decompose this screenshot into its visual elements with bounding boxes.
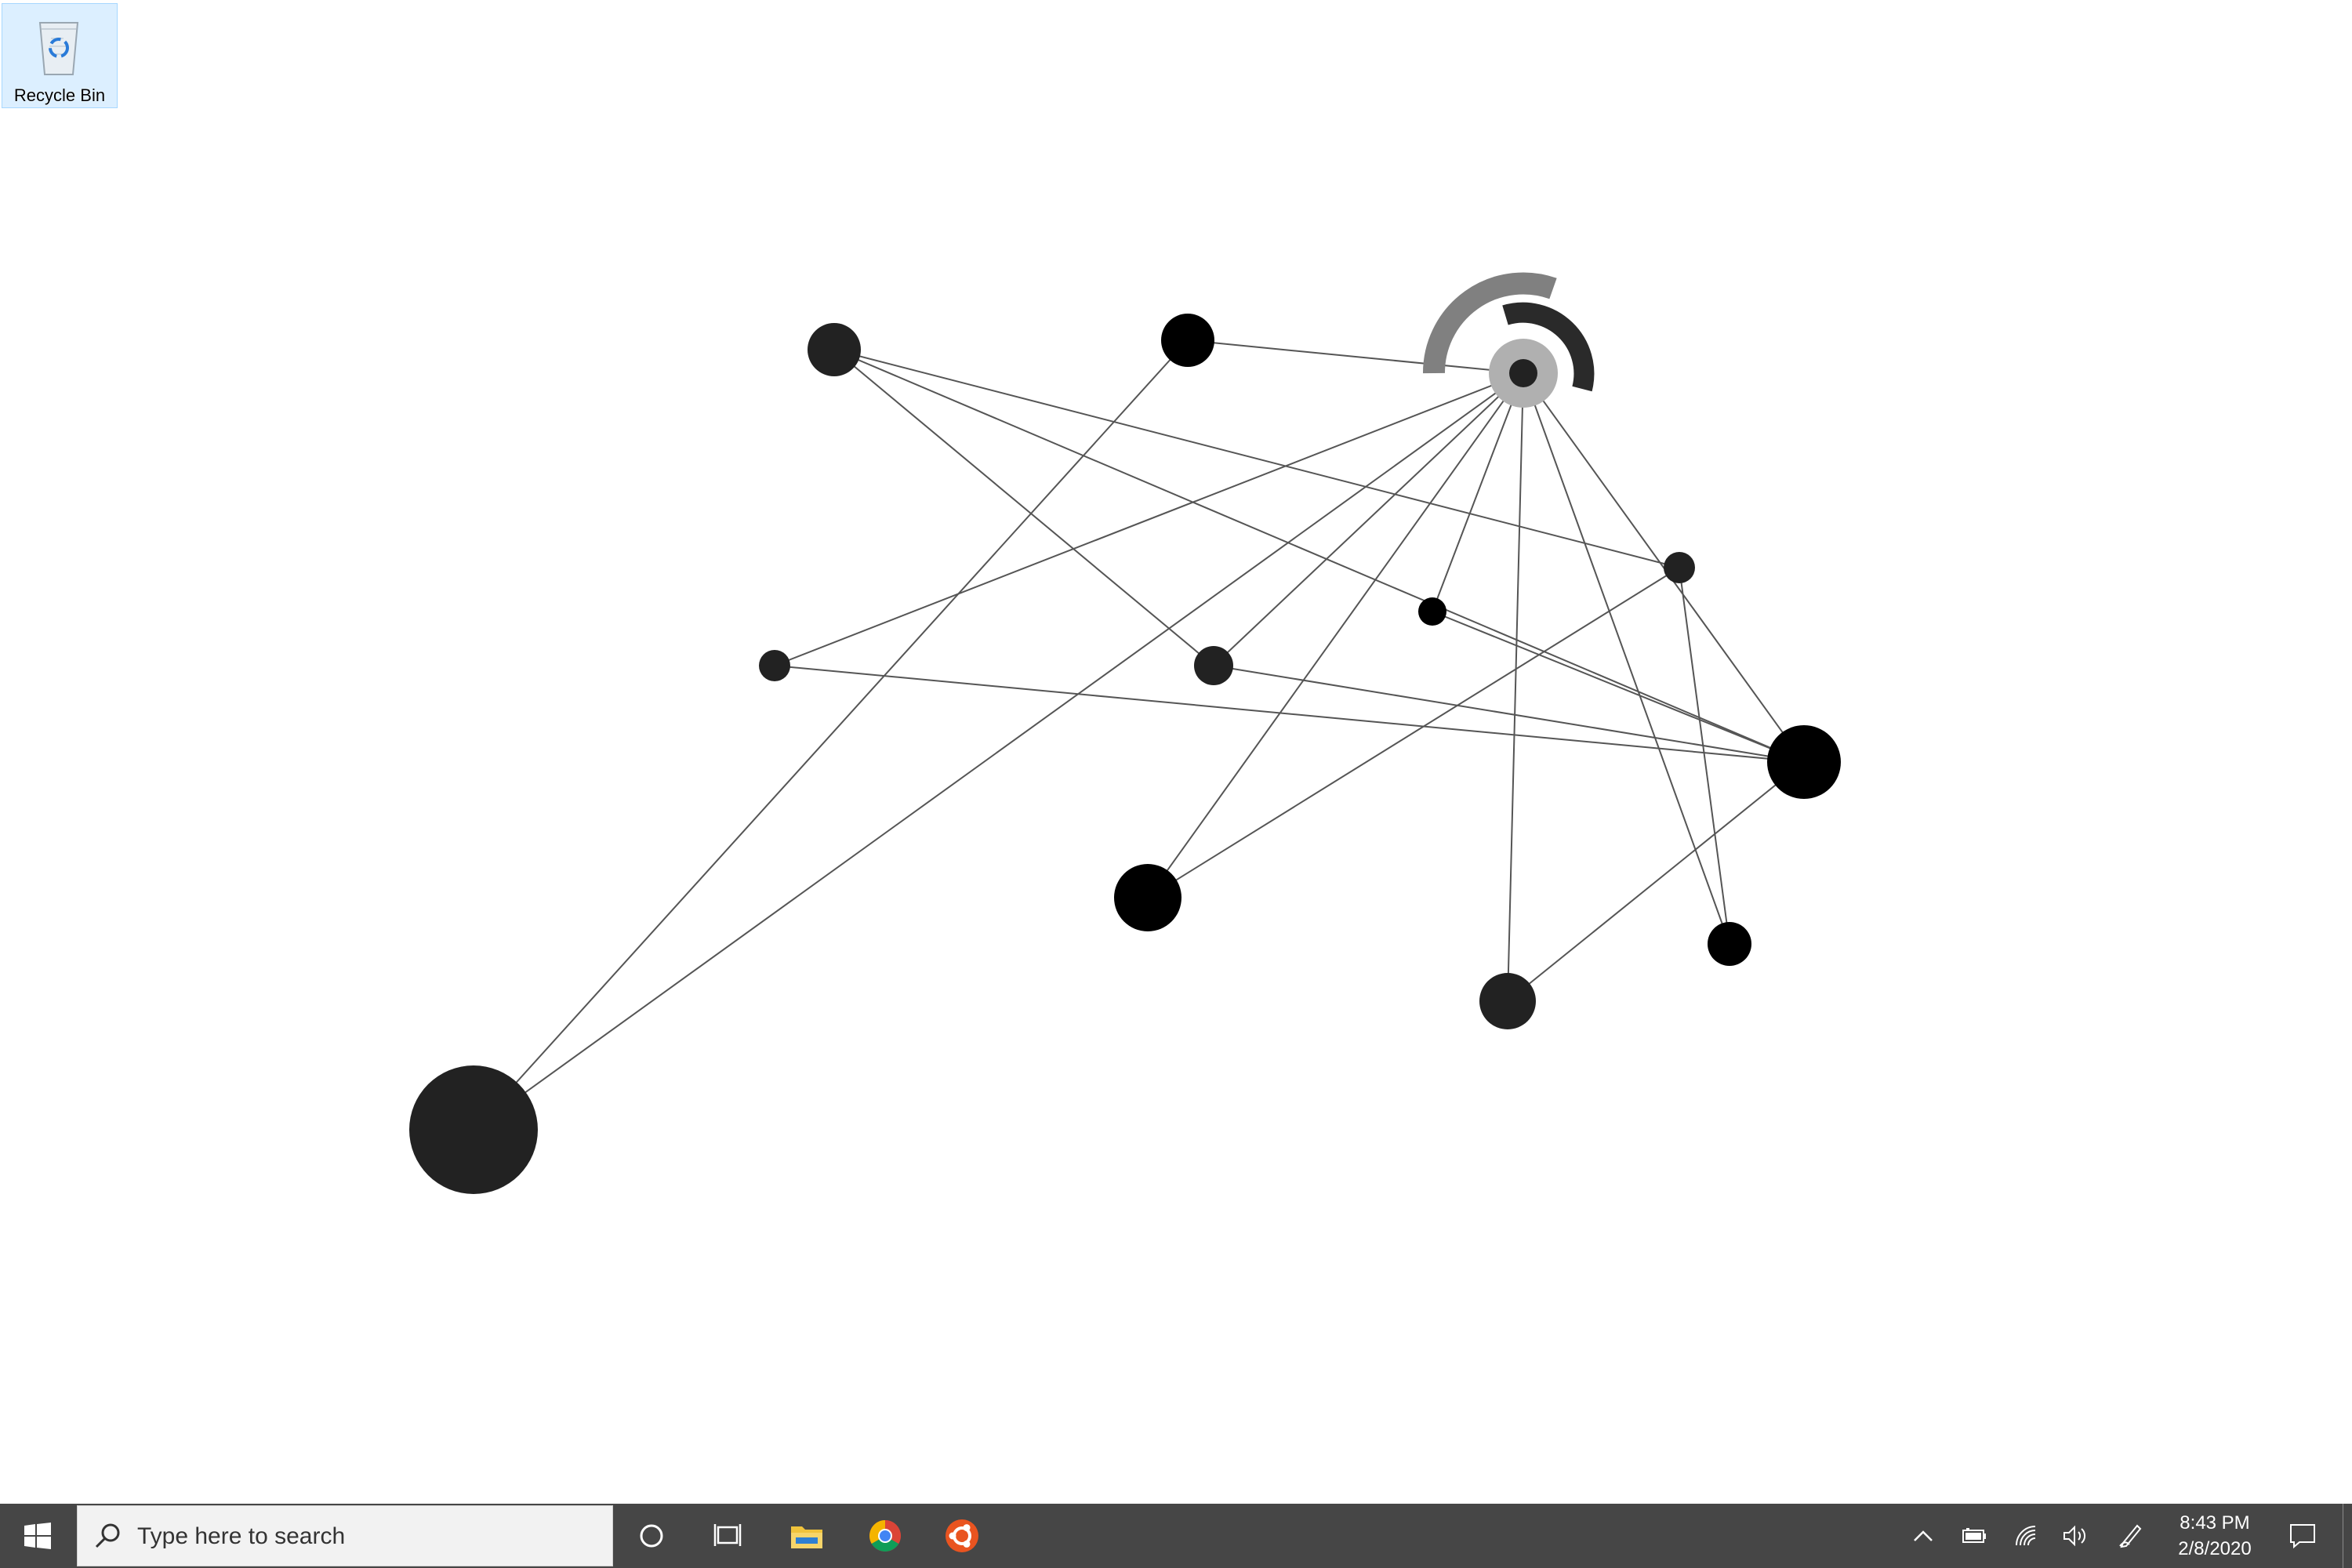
graph-edge bbox=[1523, 372, 1730, 945]
graph-nodes bbox=[409, 314, 1841, 1194]
chrome-icon bbox=[869, 1520, 901, 1552]
graph-edge bbox=[473, 372, 1524, 1131]
start-button[interactable] bbox=[0, 1504, 75, 1568]
graph-edge bbox=[833, 349, 1805, 763]
graph-node[interactable] bbox=[1161, 314, 1214, 367]
graph-node[interactable] bbox=[1194, 646, 1233, 685]
action-center-button[interactable] bbox=[2280, 1504, 2325, 1568]
recycle-bin-icon bbox=[38, 22, 79, 75]
folder-icon bbox=[791, 1526, 822, 1548]
network-button[interactable] bbox=[2004, 1504, 2049, 1568]
graph-edge bbox=[1679, 567, 1730, 945]
ubuntu-button[interactable] bbox=[935, 1504, 989, 1568]
graph-edges bbox=[473, 339, 1805, 1131]
outer-arc bbox=[1422, 272, 1557, 374]
task-view-icon bbox=[713, 1524, 742, 1546]
desktop: Recycle Bin bbox=[2, 3, 1841, 1194]
graph-edge bbox=[1187, 339, 1524, 374]
graph-edge bbox=[1147, 567, 1680, 898]
graph-node[interactable] bbox=[759, 650, 790, 681]
ubuntu-icon bbox=[946, 1519, 978, 1552]
circle-icon bbox=[640, 1524, 663, 1548]
graph-edge bbox=[1213, 372, 1524, 666]
volume-icon bbox=[2063, 1525, 2086, 1547]
graph-edge bbox=[1432, 372, 1524, 612]
pen-icon bbox=[2119, 1524, 2142, 1548]
graph-node[interactable] bbox=[808, 323, 861, 376]
graph-node[interactable] bbox=[1767, 725, 1841, 799]
desktop-icon-label: Recycle Bin bbox=[13, 85, 106, 105]
graph-node[interactable] bbox=[1479, 973, 1536, 1029]
chrome-button[interactable] bbox=[858, 1504, 913, 1568]
search-icon bbox=[95, 1523, 120, 1548]
search-input[interactable]: Type here to search bbox=[77, 1505, 613, 1566]
graph-edge bbox=[473, 339, 1189, 1131]
graph-edge bbox=[1507, 372, 1524, 1002]
clock[interactable]: 8:43 PM 2/8/2020 bbox=[2156, 1510, 2274, 1563]
clock-time: 8:43 PM bbox=[2180, 1512, 2250, 1534]
notification-icon bbox=[2290, 1524, 2315, 1549]
task-view-button[interactable] bbox=[701, 1504, 756, 1568]
graph-edge bbox=[1213, 665, 1805, 763]
windows-logo-icon bbox=[24, 1523, 51, 1549]
graph-edge bbox=[833, 349, 1680, 568]
graph-node[interactable] bbox=[1708, 922, 1751, 966]
graph-node[interactable] bbox=[1509, 359, 1537, 387]
highlight-arcs bbox=[1422, 272, 1595, 408]
graph-node[interactable] bbox=[1114, 864, 1181, 931]
graph-edge bbox=[774, 665, 1805, 763]
battery-icon bbox=[1962, 1528, 1986, 1543]
battery-button[interactable] bbox=[1952, 1504, 1998, 1568]
graph-edge bbox=[833, 349, 1214, 666]
graph-edge bbox=[774, 372, 1524, 666]
taskbar: Type here to search bbox=[0, 1504, 2352, 1568]
pen-workspace-button[interactable] bbox=[2107, 1504, 2153, 1568]
file-explorer-button[interactable] bbox=[779, 1504, 834, 1568]
graph-node[interactable] bbox=[409, 1065, 538, 1194]
graph-edge bbox=[1432, 611, 1805, 763]
graph-node[interactable] bbox=[1418, 597, 1446, 626]
wifi-icon bbox=[2016, 1526, 2036, 1546]
show-desktop-button[interactable] bbox=[2343, 1504, 2347, 1568]
graph-edge bbox=[1507, 761, 1805, 1002]
clock-date: 2/8/2020 bbox=[2178, 1538, 2252, 1559]
desktop-icon-recycle-bin[interactable]: Recycle Bin bbox=[2, 3, 118, 108]
inner-arc bbox=[1502, 302, 1595, 392]
graph-edge bbox=[1147, 372, 1524, 898]
cortana-button[interactable] bbox=[624, 1504, 679, 1568]
search-placeholder: Type here to search bbox=[137, 1523, 346, 1549]
network-graph bbox=[409, 272, 1841, 1194]
volume-button[interactable] bbox=[2053, 1504, 2098, 1568]
show-hidden-icons-button[interactable] bbox=[1900, 1504, 1946, 1568]
graph-node[interactable] bbox=[1664, 552, 1695, 583]
chevron-up-icon bbox=[1914, 1530, 1933, 1541]
